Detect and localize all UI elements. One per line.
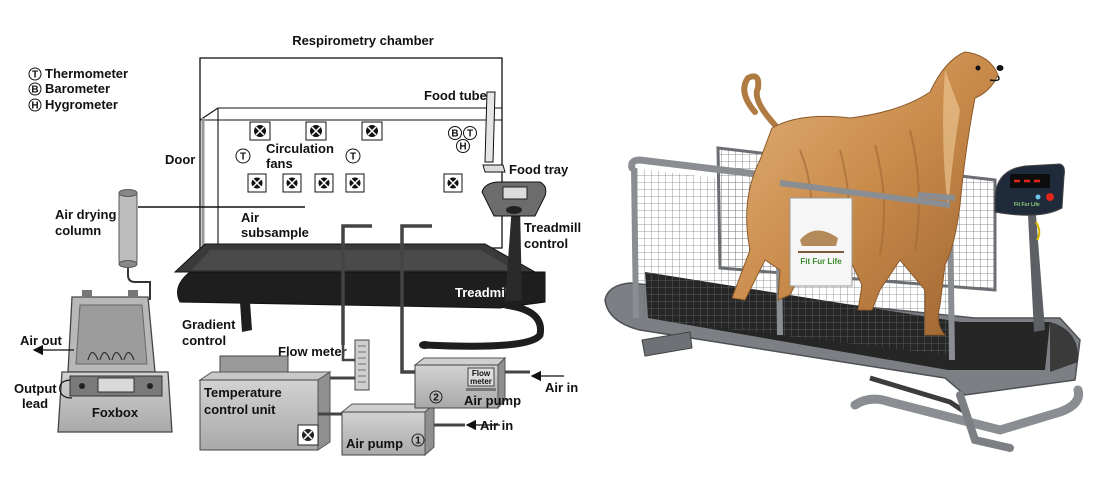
circulation-fans-label: fans (266, 156, 293, 171)
fan-icon (249, 121, 271, 141)
legend-label: Barometer (45, 81, 110, 96)
flow-meter: Flow meter (278, 339, 370, 391)
treadmill-control-label: Treadmill (524, 220, 581, 235)
food-tube (484, 91, 496, 163)
air-pump-label: Air pump (346, 436, 403, 451)
thermometer-icon: T (463, 126, 477, 140)
fit-fur-life-sign: Fit Fur Life (789, 197, 853, 287)
air-subsample: Air subsample (138, 206, 309, 240)
door-label: Door (165, 152, 195, 167)
chamber-sensors: T T B T H (235, 126, 477, 164)
treadmill-label: Treadmill (455, 285, 512, 300)
food-tube-label: Food tube (424, 88, 487, 103)
stop-button[interactable] (1046, 193, 1054, 201)
dog-nose (996, 65, 1004, 71)
food-tray (482, 164, 506, 173)
temp-unit-label: Temperature (204, 385, 282, 400)
pump-screen-text: Flow (472, 369, 491, 378)
air-out-label: Air out (20, 333, 63, 348)
sign-logo-text: Fit Fur Life (800, 257, 842, 266)
pump-number: 1 (415, 436, 421, 447)
fan-icon (345, 173, 365, 193)
speed-button[interactable] (1035, 194, 1041, 200)
flow-meter-label: Flow meter (278, 344, 347, 359)
svg-text:T: T (350, 152, 356, 163)
fan-icon (297, 424, 319, 446)
gradient-control-label: control (182, 333, 226, 348)
flow-meter-tube (354, 339, 370, 391)
food-system: Food tube Food tray (424, 88, 569, 177)
air-in-label: Air in (480, 418, 513, 433)
output-lead-label: Output (14, 381, 57, 396)
svg-text:T: T (467, 129, 473, 140)
diagram-treadmill: Treadmill Treadmill control (173, 181, 581, 350)
svg-text:H: H (459, 142, 466, 153)
fan-icon (443, 173, 463, 193)
legend-symbol: H (31, 101, 38, 112)
chamber-title: Respirometry chamber (292, 33, 434, 48)
treadmill-photo: Fit Fur Life Fit Fur Life (604, 51, 1084, 452)
chamber-tubing (341, 224, 432, 374)
fan-icon (361, 121, 383, 141)
barometer-icon (28, 82, 42, 96)
legend-label: Hygrometer (45, 97, 118, 112)
legend-thermometer: T Thermometer (28, 66, 128, 81)
circulation-fans-label: Circulation (266, 141, 334, 156)
foxbox: Foxbox Air out Output lead (14, 290, 173, 433)
legend-label: Thermometer (45, 66, 128, 81)
dog-tail (741, 73, 778, 128)
circulation-fans: Circulation fans (247, 121, 463, 193)
fan-icon (282, 173, 302, 193)
barometer-icon: B (448, 126, 462, 140)
air-pump-2: Flow meter 2 Air pump Air in (413, 356, 578, 410)
air-drying-label: Air drying (55, 207, 116, 222)
legend-barometer: B Barometer (28, 81, 110, 96)
fan-icon (247, 173, 267, 193)
air-subsample-label: subsample (241, 225, 309, 240)
temperature-control-unit: Temperature control unit (198, 355, 345, 451)
dog-eye (975, 65, 981, 71)
air-drying-column: Air drying column (55, 189, 151, 300)
legend-symbol: T (32, 70, 38, 81)
air-in-label: Air in (545, 380, 578, 395)
air-drying-label: column (55, 223, 101, 238)
thermometer-icon (28, 67, 42, 81)
fan-icon (305, 121, 327, 141)
pump-number: 2 (433, 393, 439, 404)
air-subsample-label: Air (241, 210, 259, 225)
pump-screen-text: meter (470, 377, 492, 386)
food-tray-label: Food tray (509, 162, 569, 177)
respirometry-chamber: Respirometry chamber Door (165, 33, 503, 249)
hygrometer-icon (28, 98, 42, 112)
thermometer-icon: T (345, 148, 361, 164)
temp-unit-label: control unit (204, 402, 276, 417)
treadmill-control-panel: Fit Fur Life (994, 163, 1065, 332)
air-pump-label: Air pump (464, 393, 521, 408)
legend-symbol: B (31, 85, 38, 96)
treadmill-control-label: control (524, 236, 568, 251)
svg-text:T: T (240, 152, 246, 163)
thermometer-icon: T (235, 148, 251, 164)
hygrometer-icon: H (456, 139, 470, 153)
svg-text:B: B (451, 129, 458, 140)
sign-dog-icon (800, 230, 838, 246)
legend: T Thermometer B Barometer H Hygrometer (28, 66, 128, 112)
air-pump-1: Air pump 1 Air in (340, 402, 513, 457)
output-lead-label: lead (22, 396, 48, 411)
gradient-control-label: Gradient (182, 317, 236, 332)
panel-brand-text: Fit Fur Life (1014, 202, 1040, 208)
legend-hygrometer: H Hygrometer (28, 97, 118, 112)
foxbox-label: Foxbox (92, 405, 139, 420)
fan-icon (314, 173, 334, 193)
